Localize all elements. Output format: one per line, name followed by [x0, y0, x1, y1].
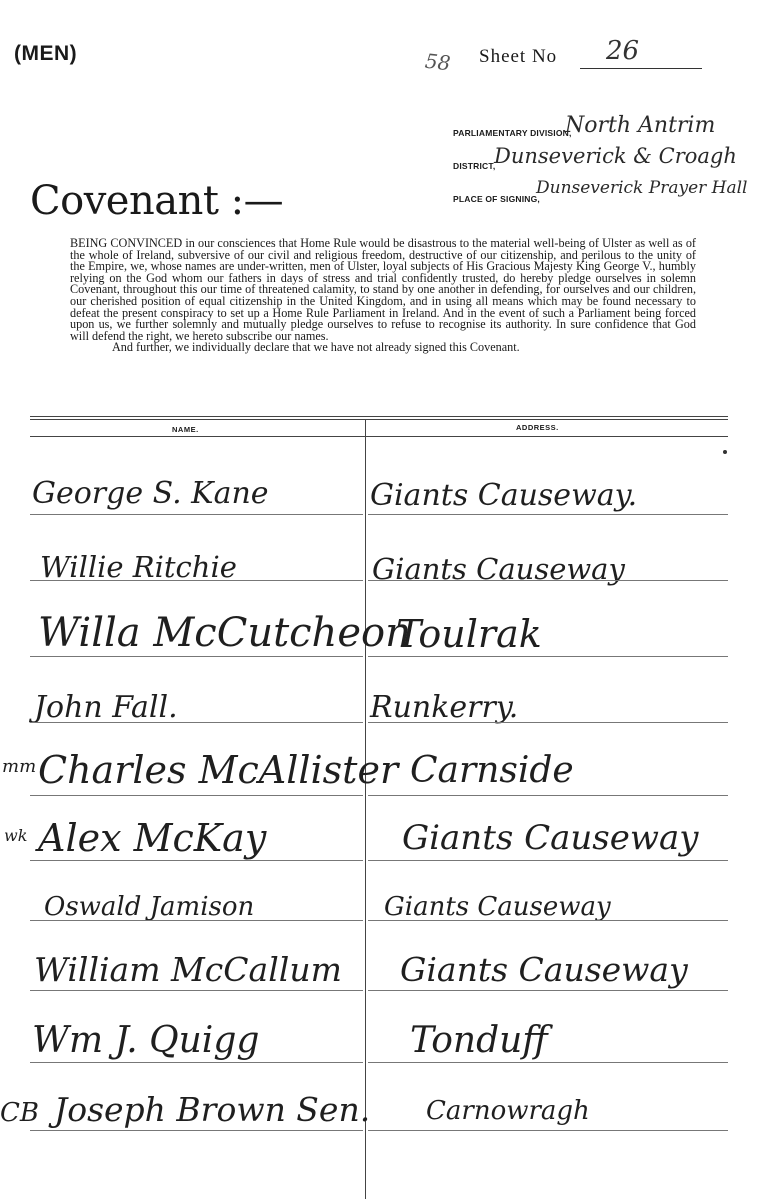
column-header-name: NAME.	[172, 425, 199, 434]
row-underline	[368, 795, 728, 796]
sheet-label: Sheet No	[479, 46, 558, 67]
column-divider	[365, 419, 366, 1199]
row-underline	[368, 860, 728, 861]
row-underline	[368, 1062, 728, 1063]
row-underline	[368, 656, 728, 657]
signer-name: Joseph Brown Sen.	[54, 1090, 371, 1129]
row-underline	[30, 722, 363, 723]
row-underline	[30, 514, 363, 515]
row-underline	[30, 1062, 363, 1063]
row-underline	[30, 656, 363, 657]
signer-name: Wm J. Quigg	[32, 1020, 260, 1061]
signer-address: Tonduff	[410, 1020, 548, 1061]
category-label: (MEN)	[14, 42, 78, 65]
signer-name: Willie Ritchie	[40, 550, 237, 584]
table-header-rule	[30, 436, 728, 437]
row-prefix: mm	[2, 756, 37, 777]
signer-address: Toulrak	[396, 612, 542, 656]
covenant-paragraph-2: And further, we individually declare tha…	[112, 340, 520, 355]
covenant-text: BEING CONVINCED in our consciences that …	[70, 236, 696, 355]
signer-address: Runkerry.	[370, 690, 519, 725]
signer-address: Giants Causeway	[400, 950, 688, 989]
signer-address: Carnowragh	[426, 1096, 590, 1126]
row-prefix: CB	[0, 1098, 39, 1128]
row-underline	[368, 990, 728, 991]
signer-name: John Fall.	[34, 690, 178, 725]
signer-address: Giants Causeway	[402, 818, 699, 858]
signer-name: George S. Kane	[32, 476, 269, 511]
place-label: PLACE OF SIGNING,	[453, 194, 540, 204]
row-underline	[368, 920, 728, 921]
column-header-address: ADDRESS.	[516, 423, 559, 432]
signer-name: Willa McCutcheon	[38, 610, 411, 656]
signer-name: Alex McKay	[38, 816, 267, 860]
row-underline	[30, 990, 363, 991]
signer-address: Giants Causeway.	[370, 478, 638, 513]
row-underline	[368, 580, 728, 581]
signer-address: Giants Causeway	[384, 892, 611, 922]
signer-name: Oswald Jamison	[44, 892, 255, 922]
table-top-rule-2	[30, 419, 728, 420]
signer-name: William McCallum	[34, 950, 342, 989]
division-label: PARLIAMENTARY DIVISION,	[453, 128, 572, 138]
sheet-number: 26	[606, 36, 640, 66]
district-value: Dunseverick & Croagh	[494, 144, 737, 168]
row-underline	[368, 514, 728, 515]
signer-address: Carnside	[410, 750, 574, 791]
corner-annotation: 58	[423, 48, 452, 76]
row-underline	[368, 722, 728, 723]
row-underline	[30, 1130, 363, 1131]
row-underline	[30, 580, 363, 581]
row-underline	[30, 795, 363, 796]
table-top-rule	[30, 416, 728, 417]
covenant-paragraph-1: BEING CONVINCED in our consciences that …	[70, 236, 696, 343]
division-value: North Antrim	[565, 113, 716, 138]
row-underline	[30, 860, 363, 861]
sheet-number-line	[580, 68, 702, 69]
row-underline	[368, 1130, 728, 1131]
covenant-title: Covenant :—	[30, 178, 284, 224]
row-underline	[30, 920, 363, 921]
row-prefix: wk	[4, 826, 28, 845]
place-value: Dunseverick Prayer Hall	[536, 178, 748, 198]
ink-dot	[723, 450, 727, 454]
signer-name: Charles McAllister	[38, 748, 399, 792]
district-label: DISTRICT,	[453, 161, 496, 171]
